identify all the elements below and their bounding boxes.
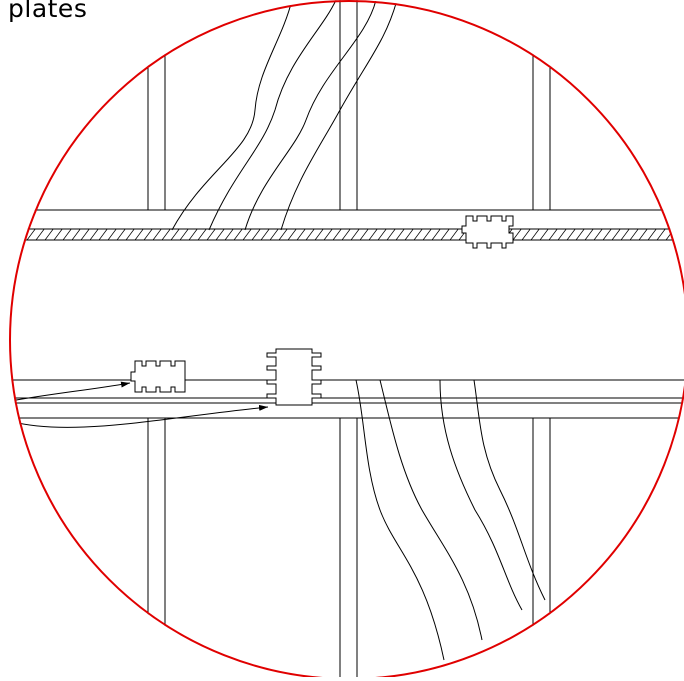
- lower-studs: [147, 418, 551, 677]
- upper-cables: [171, 0, 398, 231]
- plate-connector-middle: [266, 348, 322, 406]
- bottom-plate: [9, 379, 684, 419]
- plate-connector-left: [130, 360, 186, 393]
- detail-circle: [9, 0, 684, 680]
- lower-cables: [355, 379, 546, 661]
- plates-label: plates: [8, 0, 88, 23]
- leader-arrows: [9, 381, 269, 428]
- plate-connector-top: [461, 215, 514, 249]
- top-plate: [9, 209, 684, 241]
